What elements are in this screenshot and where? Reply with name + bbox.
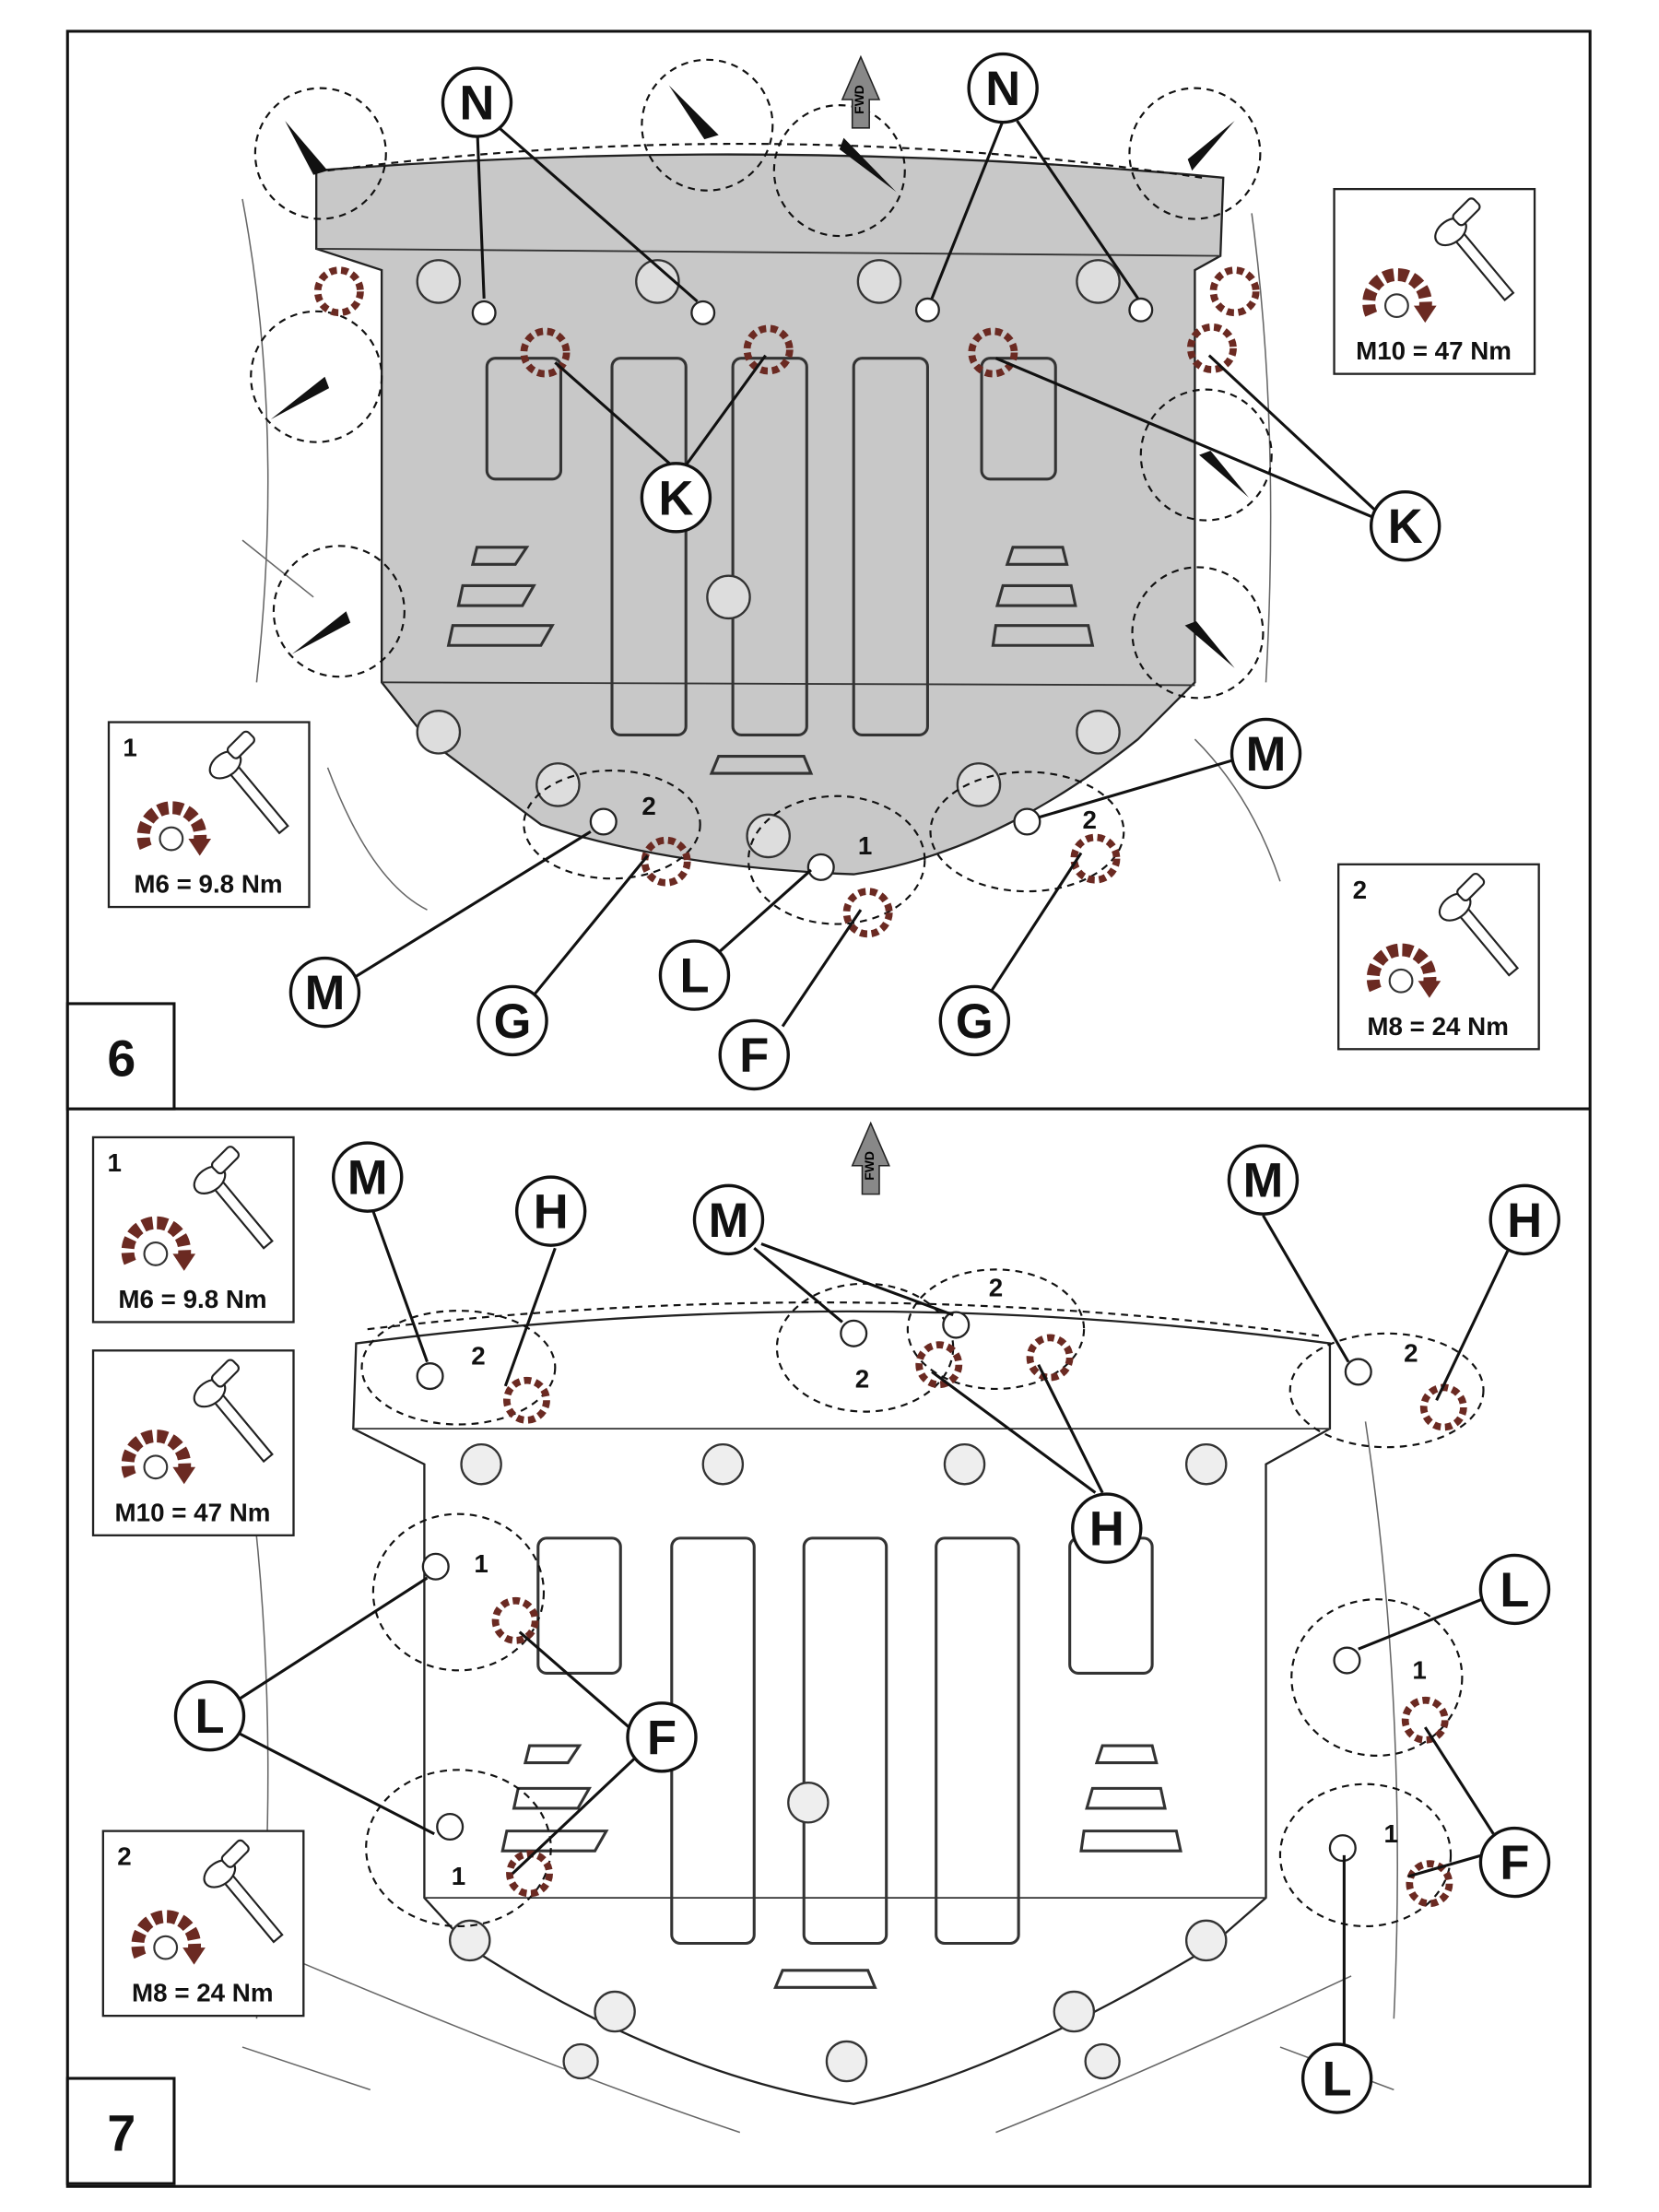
wrench-icon — [1434, 197, 1515, 301]
step-number: 1 — [858, 831, 872, 860]
svg-text:H: H — [534, 1186, 569, 1240]
svg-text:M: M — [1243, 1155, 1284, 1208]
svg-text:L: L — [194, 1690, 224, 1744]
torque-arrow-icon — [136, 801, 212, 856]
step-number: 2 — [471, 1342, 485, 1371]
svg-text:M: M — [709, 1194, 749, 1248]
torque-value: M8 = 24 Nm — [132, 1979, 273, 2007]
step-number: 2 — [1404, 1339, 1418, 1368]
callout-g: G — [477, 984, 548, 1057]
wrench-icon — [208, 730, 289, 835]
callout-f: F — [718, 1018, 790, 1091]
callout-g: G — [938, 984, 1011, 1057]
fwd-label-7: FWD — [862, 1151, 877, 1181]
panel-7-drawing: FWD — [234, 1121, 1510, 2134]
torque-value: M10 = 47 Nm — [1356, 336, 1512, 365]
svg-text:N: N — [460, 77, 495, 131]
svg-text:M: M — [347, 1152, 388, 1206]
svg-text:F: F — [739, 1030, 769, 1083]
callout-k: K — [640, 462, 712, 534]
step-number: 1 — [1412, 1656, 1426, 1685]
torque-arrow-icon — [1366, 943, 1441, 998]
callout-l: L — [1478, 1553, 1551, 1626]
torque-arrow-icon — [131, 1910, 206, 1965]
step-number: 2 — [855, 1364, 869, 1393]
fwd-label-6: FWD — [852, 85, 866, 114]
callout-m: M — [331, 1141, 404, 1213]
callout-h: H — [1071, 1492, 1143, 1564]
svg-text:G: G — [956, 995, 994, 1049]
step-number: 2 — [989, 1274, 1003, 1302]
callout-l: L — [173, 1679, 246, 1752]
wrench-icon — [193, 1146, 274, 1250]
torque-spec-box: 2 M8 = 24 Nm — [1337, 863, 1540, 1051]
panel-6-drawing: FWD — [241, 54, 1378, 1028]
callout-m: M — [692, 1183, 765, 1256]
torque-step: 2 — [117, 1842, 131, 1871]
callout-h: H — [514, 1175, 587, 1247]
callout-m: M — [288, 956, 361, 1029]
torque-spec-box: 1 M6 = 9.8 Nm — [107, 721, 311, 909]
svg-text:K: K — [658, 472, 693, 525]
svg-text:H: H — [1089, 1503, 1124, 1557]
panel-6-label-box — [65, 1002, 176, 1111]
wrench-icon — [203, 1839, 284, 1944]
wrench-icon — [1438, 872, 1520, 977]
torque-arrow-icon — [1362, 267, 1437, 324]
torque-step: 1 — [107, 1148, 121, 1177]
callout-k: K — [1369, 489, 1441, 562]
torque-spec-box: 1 M6 = 9.8 Nm — [91, 1135, 295, 1324]
svg-text:L: L — [1500, 1564, 1529, 1618]
torque-spec-box: M10 = 47 Nm — [1333, 187, 1536, 375]
torque-arrow-icon — [121, 1216, 196, 1271]
skid-plate-7 — [352, 1310, 1332, 2105]
callout-l: L — [1300, 2042, 1373, 2114]
callout-h: H — [1488, 1183, 1560, 1256]
torque-spec-box: M10 = 47 Nm — [91, 1349, 295, 1536]
panel-7-number: 7 — [107, 2105, 135, 2162]
step-number: 1 — [1384, 1819, 1398, 1848]
svg-text:M: M — [305, 967, 346, 1020]
callout-f: F — [626, 1701, 698, 1773]
svg-text:H: H — [1507, 1194, 1542, 1248]
svg-text:N: N — [985, 63, 1020, 116]
torque-value: M10 = 47 Nm — [115, 1498, 271, 1526]
callout-n: N — [967, 52, 1039, 124]
callout-l: L — [658, 939, 731, 1011]
svg-text:L: L — [679, 950, 709, 1004]
svg-text:L: L — [1323, 2053, 1352, 2107]
svg-text:G: G — [494, 995, 532, 1049]
svg-text:K: K — [1388, 500, 1423, 554]
torque-step: 2 — [1353, 876, 1367, 904]
svg-text:F: F — [647, 1712, 677, 1765]
svg-text:M: M — [1246, 728, 1287, 782]
torque-value: M8 = 24 Nm — [1367, 1012, 1508, 1041]
step-number: 2 — [641, 792, 655, 820]
svg-text:F: F — [1500, 1837, 1529, 1890]
torque-value: M6 = 9.8 Nm — [118, 1285, 266, 1313]
callout-m: M — [1230, 717, 1302, 790]
torque-spec-box: 2 M8 = 24 Nm — [101, 1830, 305, 2018]
step-number: 1 — [452, 1862, 465, 1890]
torque-step: 1 — [123, 734, 136, 762]
torque-arrows-6 — [313, 266, 1260, 938]
torque-value: M6 = 9.8 Nm — [134, 870, 282, 899]
panel-6-number: 6 — [107, 1030, 135, 1088]
torque-arrow-icon — [121, 1430, 196, 1485]
step-number: 1 — [474, 1549, 488, 1578]
step-number: 2 — [1083, 806, 1097, 834]
callout-n: N — [441, 66, 513, 138]
callout-m: M — [1227, 1144, 1300, 1216]
callout-f: F — [1478, 1826, 1551, 1899]
wrench-icon — [193, 1359, 274, 1464]
panel-7-label-box — [65, 2077, 176, 2185]
